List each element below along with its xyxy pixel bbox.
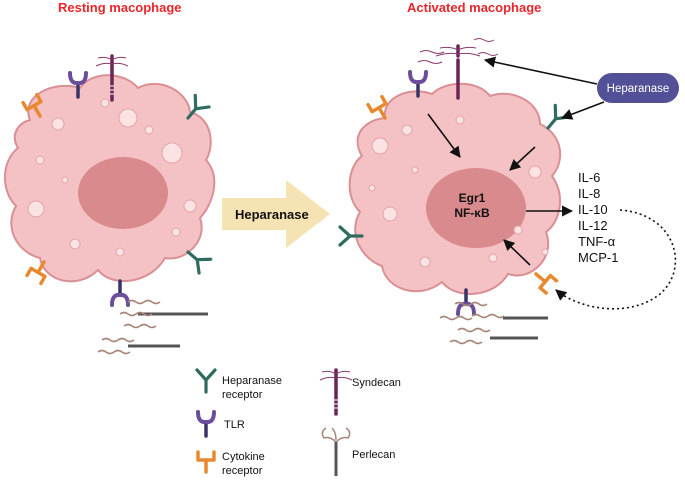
cytokine-item: TNF-α — [578, 234, 616, 249]
resting-perlecan-group — [97, 299, 208, 355]
legend-label: Perlecan — [352, 449, 395, 461]
heparanase-enzyme-label: Heparanase — [607, 83, 670, 95]
cytokine-item: IL-6 — [578, 170, 600, 185]
resting-tlr-bottom — [110, 279, 130, 307]
resting-vesicles — [27, 98, 197, 257]
resting-nucleus — [78, 157, 168, 229]
legend-label: receptor — [222, 389, 263, 401]
legend-heparanase-receptor: Heparanase receptor — [195, 368, 282, 401]
legend-label: Syndecan — [352, 377, 401, 389]
activated-cytokine-receptor-bottom — [529, 266, 559, 295]
autocrine-feedback-loop — [555, 209, 677, 310]
tlr-to-nucleus-arrow — [427, 113, 461, 158]
enzyme-to-receptor-arrow — [560, 101, 605, 120]
cytokine-item: IL-12 — [578, 218, 608, 233]
activated-macrophage: Egr1 NF-κB — [338, 38, 574, 345]
activated-title: Activated macophage — [407, 0, 541, 15]
cytokine-receptor-to-nucleus-arrow — [503, 239, 531, 266]
legend-label: Cytokine — [222, 451, 265, 463]
legend-cytokine-receptor: Cytokine receptor — [196, 450, 265, 477]
nucleus-label-nfkb: NF-κB — [454, 206, 490, 220]
legend-label: TLR — [224, 419, 245, 431]
heparanase-enzyme: Heparanase — [597, 73, 679, 103]
nucleus-label-egr1: Egr1 — [459, 191, 486, 205]
legend-label: Heparanase — [222, 375, 282, 387]
cytokine-item: MCP-1 — [578, 250, 618, 265]
tlr-icon — [196, 410, 216, 438]
hep-receptor-to-nucleus-arrow — [509, 146, 536, 171]
legend-perlecan: Perlecan — [321, 427, 395, 476]
resting-macrophage — [3, 54, 216, 355]
legend-tlr: TLR — [196, 410, 245, 438]
transition-arrow-label: Heparanase — [235, 207, 309, 222]
cytokine-receptor-icon — [196, 450, 216, 474]
resting-title: Resting macophage — [58, 0, 182, 15]
cytokine-item: IL-10 — [578, 202, 608, 217]
activated-vesicles — [368, 115, 549, 268]
enzyme-to-syndecan-arrow — [483, 56, 598, 85]
legend: Heparanase receptor TLR Cytokine recepto… — [195, 368, 401, 477]
legend-label: receptor — [222, 465, 263, 477]
activated-nucleus — [426, 168, 526, 248]
cytokine-item: IL-8 — [578, 186, 600, 201]
heparanase-transition-arrow: Heparanase — [222, 180, 330, 248]
heparanase-receptor-icon — [195, 368, 217, 394]
legend-syndecan: Syndecan — [318, 368, 401, 416]
activated-syndecan-cleaved — [417, 38, 499, 100]
perlecan-icon — [321, 427, 351, 476]
activated-perlecan-group — [439, 301, 548, 345]
syndecan-icon — [318, 368, 354, 416]
cytokine-list: IL-6 IL-8 IL-10 IL-12 TNF-α MCP-1 — [578, 170, 618, 265]
